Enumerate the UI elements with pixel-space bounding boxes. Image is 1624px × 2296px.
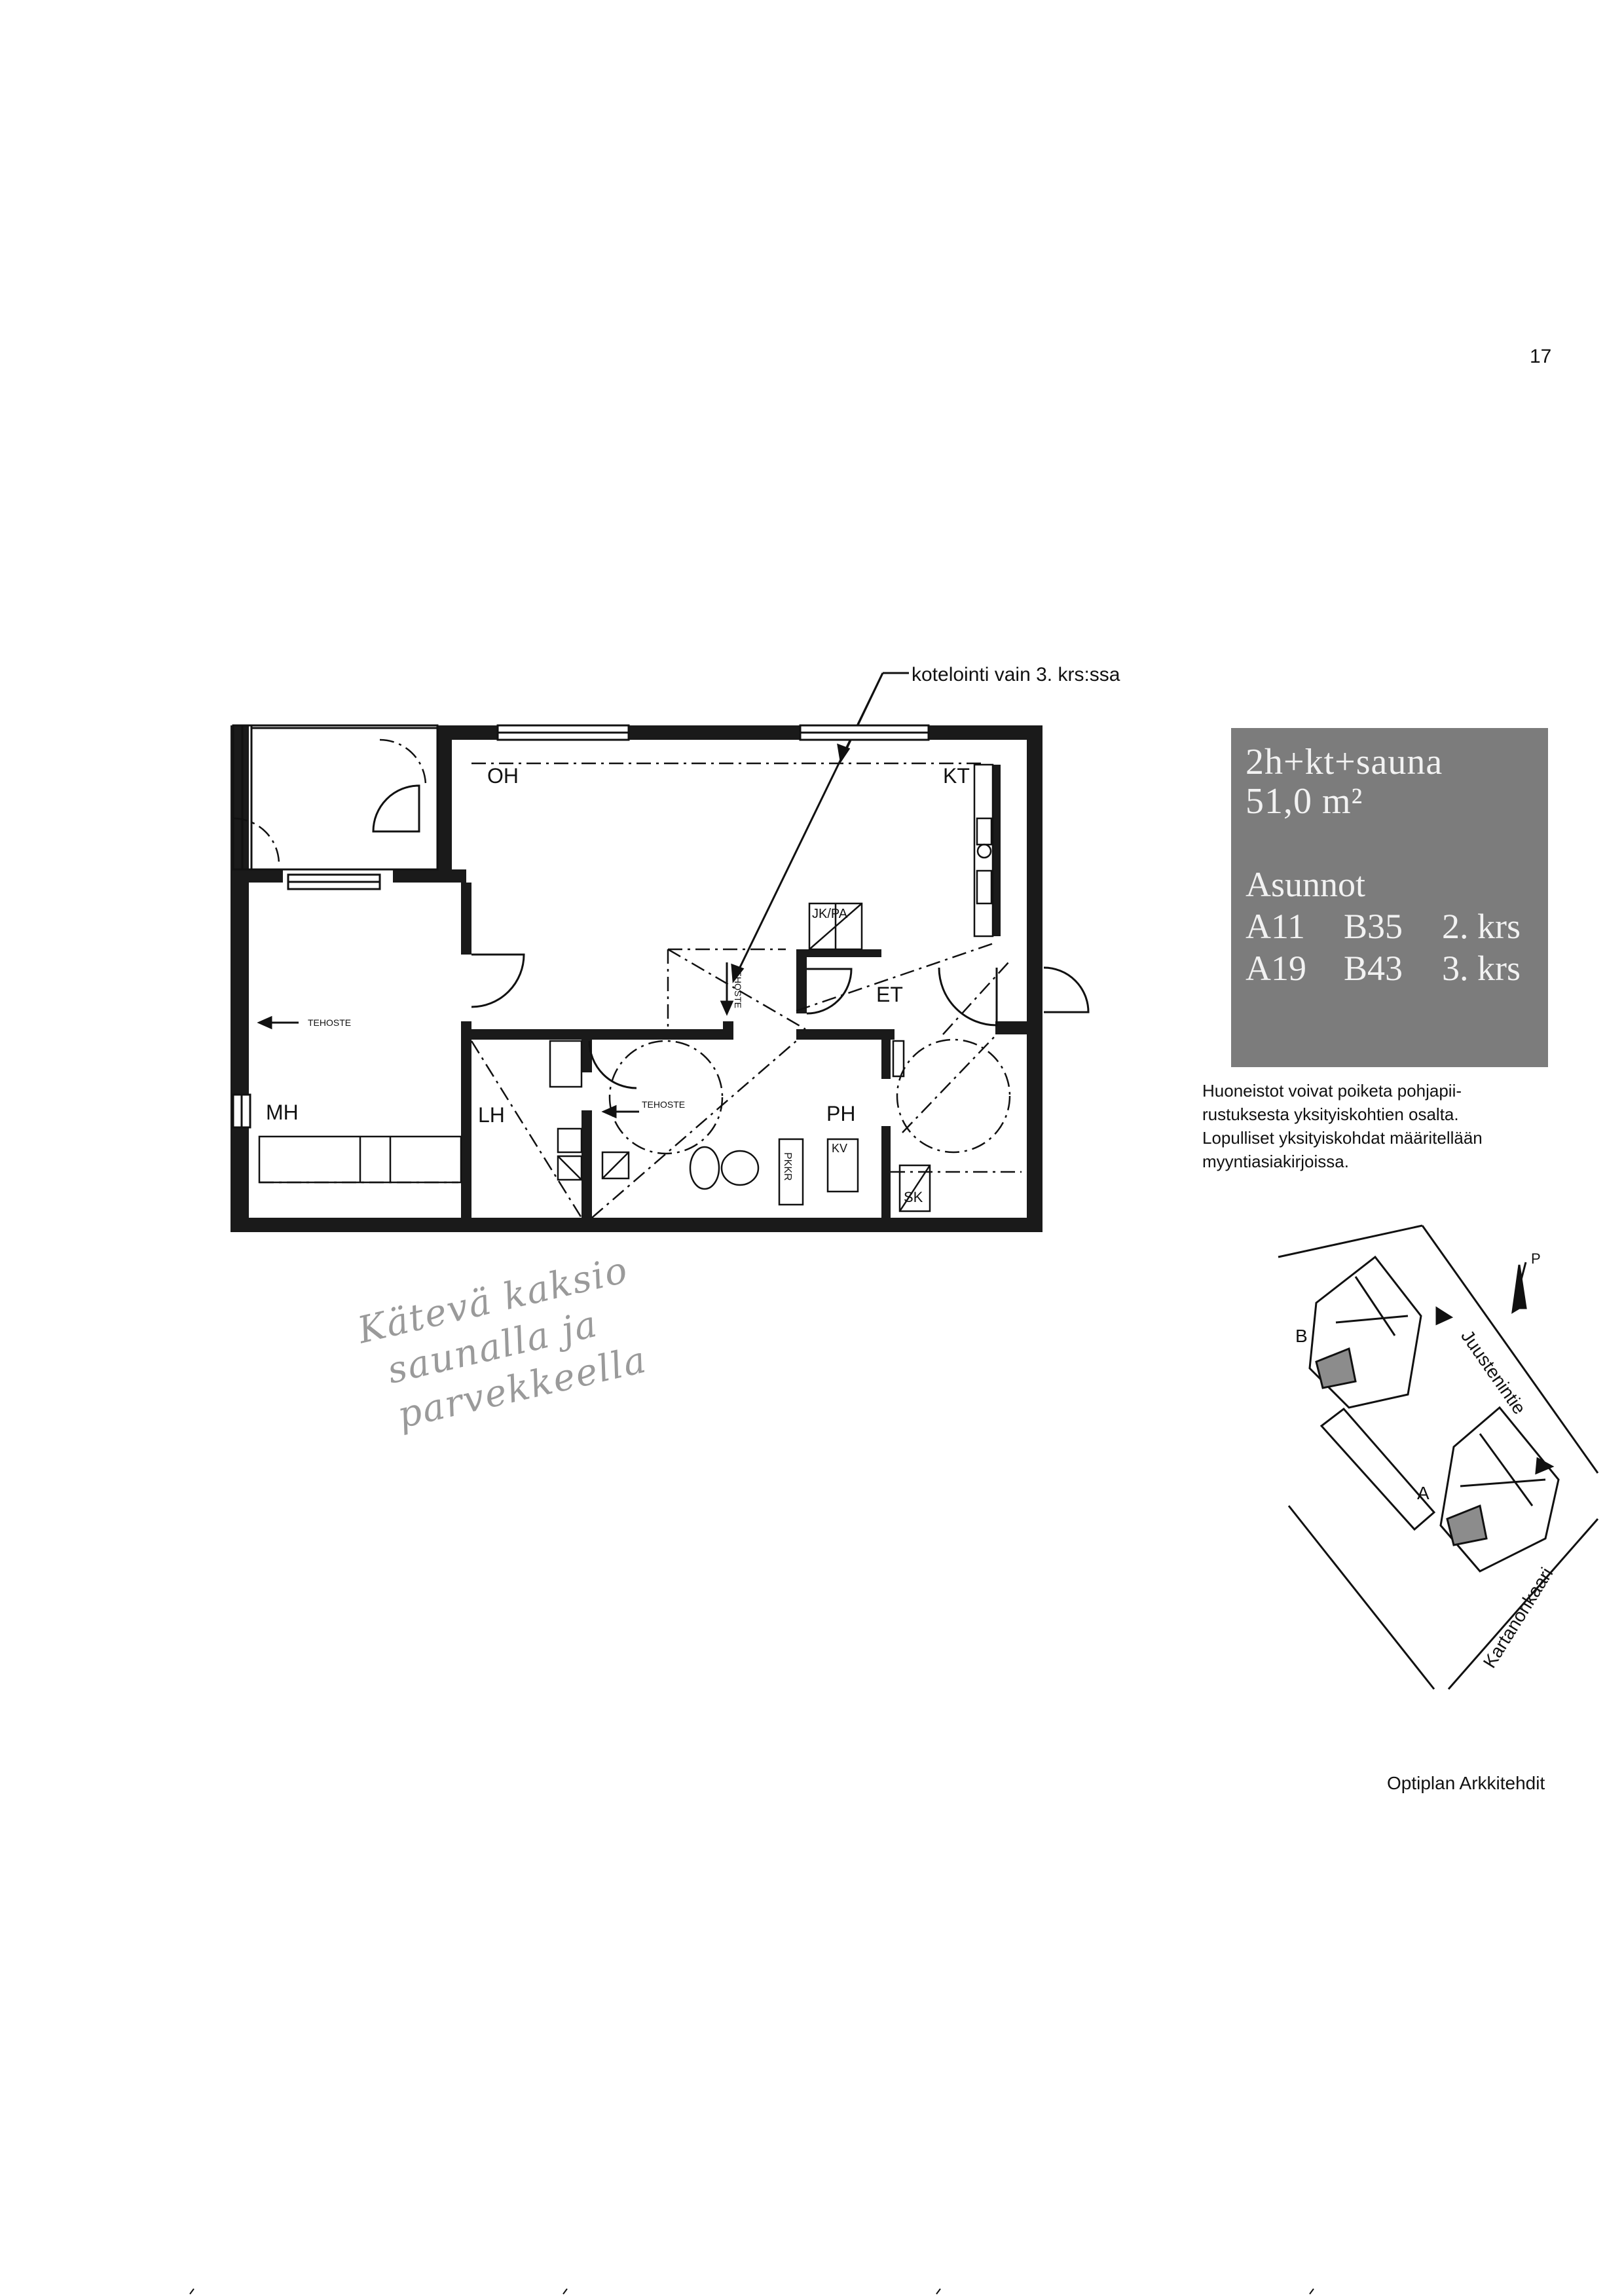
balcony [232, 724, 439, 871]
disclaimer-line-1: Huoneistot voivat poiketa pohjapii- [1202, 1081, 1462, 1101]
apartments-heading: Asunnot [1246, 865, 1366, 904]
apartment-a19: A19 [1246, 949, 1306, 988]
fixtures [258, 1040, 931, 1212]
street-juustenintie: Juustenintie [1457, 1326, 1530, 1418]
room-label-oh: OH [487, 764, 519, 788]
apartment-b43: B43 [1344, 949, 1403, 988]
outer-walls [231, 725, 1043, 1232]
room-label-mh: MH [266, 1101, 299, 1124]
label-pkkr: PKKR [782, 1152, 793, 1181]
label-tehoste-vertical: TEHOSTE [733, 965, 743, 1008]
apartment-type: 2h+kt+sauna [1246, 742, 1443, 782]
building-a [1439, 1406, 1560, 1573]
north-label: P [1531, 1250, 1541, 1267]
apartment-info-box: 2h+kt+sauna 51,0 m² Asunnot A11 B35 2. krs… [1231, 728, 1548, 1067]
interior-walls [461, 765, 1001, 1231]
tehoste-arrows [257, 962, 734, 1119]
callout-note: kotelointi vain 3. krs:ssa [912, 664, 1120, 685]
dashed-lines [232, 738, 1022, 1218]
site-label-b: B [1295, 1326, 1308, 1346]
disclaimer-text: Huoneistot voivat poiketa pohjapii- rust… [1202, 1079, 1569, 1173]
room-label-ph: PH [826, 1102, 855, 1125]
kitchen-cabinets [808, 763, 994, 951]
label-tehoste-middle: TEHOSTE [642, 1099, 685, 1110]
apartment-area: 51,0 m² [1246, 781, 1363, 822]
page-number: 17 [1530, 346, 1552, 367]
architect-credit: Optiplan Arkkitehdit [1387, 1773, 1545, 1793]
apartment-b35: B35 [1344, 907, 1403, 946]
site-plan [1278, 1224, 1599, 1690]
disclaimer-line-4: myyntiasiakirjoissa. [1202, 1152, 1349, 1171]
floor-3: 3. krs [1442, 949, 1521, 988]
callout-leader [731, 672, 909, 983]
label-tehoste-left: TEHOSTE [308, 1017, 351, 1028]
site-label-a: A [1417, 1483, 1430, 1503]
windows [232, 724, 930, 1129]
apartment-a11: A11 [1246, 907, 1305, 946]
disclaimer-line-2: rustuksesta yksityiskohtien osalta. [1202, 1104, 1459, 1124]
room-label-et: ET [876, 983, 903, 1006]
room-label-sk: SK [904, 1189, 923, 1205]
apartment-row-1: A11 B35 2. krs [1246, 907, 1521, 945]
page-marks [189, 2288, 1314, 2295]
label-kv: KV [832, 1142, 847, 1155]
building-b [1308, 1255, 1422, 1409]
doors [372, 784, 1090, 1089]
disclaimer-line-3: Lopulliset yksityiskohdat määritellään [1202, 1128, 1483, 1148]
room-label-lh: LH [478, 1103, 505, 1127]
room-label-kt: KT [943, 764, 970, 788]
label-jk-pa: JK/PA [812, 907, 848, 921]
floor-2: 2. krs [1442, 907, 1521, 946]
street-kartanonkaari: Kartanonkaari [1479, 1564, 1557, 1671]
apartment-row-2: A19 B43 3. krs [1246, 949, 1521, 987]
